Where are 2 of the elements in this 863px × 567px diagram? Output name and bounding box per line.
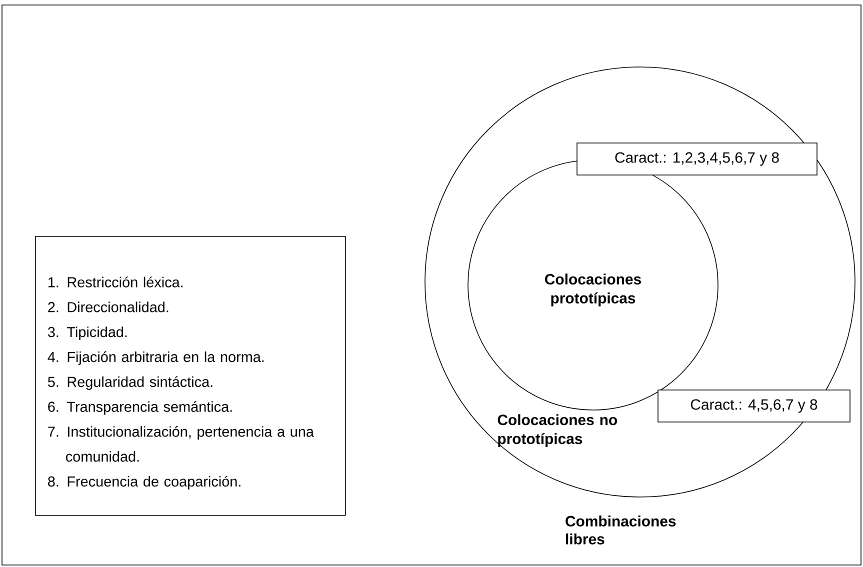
region-label: Combinaciones libres xyxy=(566,516,676,544)
list-box: 1. Restricción léxica. 2. Direccionalidad. 3. Tipicidad. 4. Fijación arbitraria en la norma. 5. Regularidad sintáctica. 6. Transparencia semántica. 7. Institucionalización, pertenencia a una comunidad. 8. Frecuencia de coaparición. xyxy=(35,236,346,516)
